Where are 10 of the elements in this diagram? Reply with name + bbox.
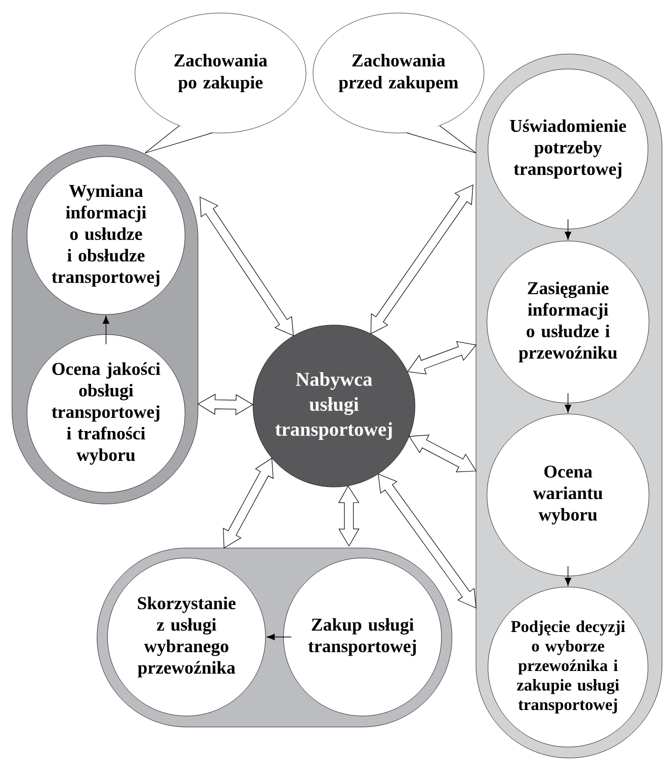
arrow [266,634,292,640]
arrow [564,218,572,240]
double-arrow [378,474,476,608]
callout-tail [406,125,476,154]
double-arrow [200,196,294,336]
callout-tail [144,125,212,154]
arrow [564,392,572,413]
double-arrow [370,184,474,334]
arrow [564,566,572,586]
arrow [102,316,110,345]
